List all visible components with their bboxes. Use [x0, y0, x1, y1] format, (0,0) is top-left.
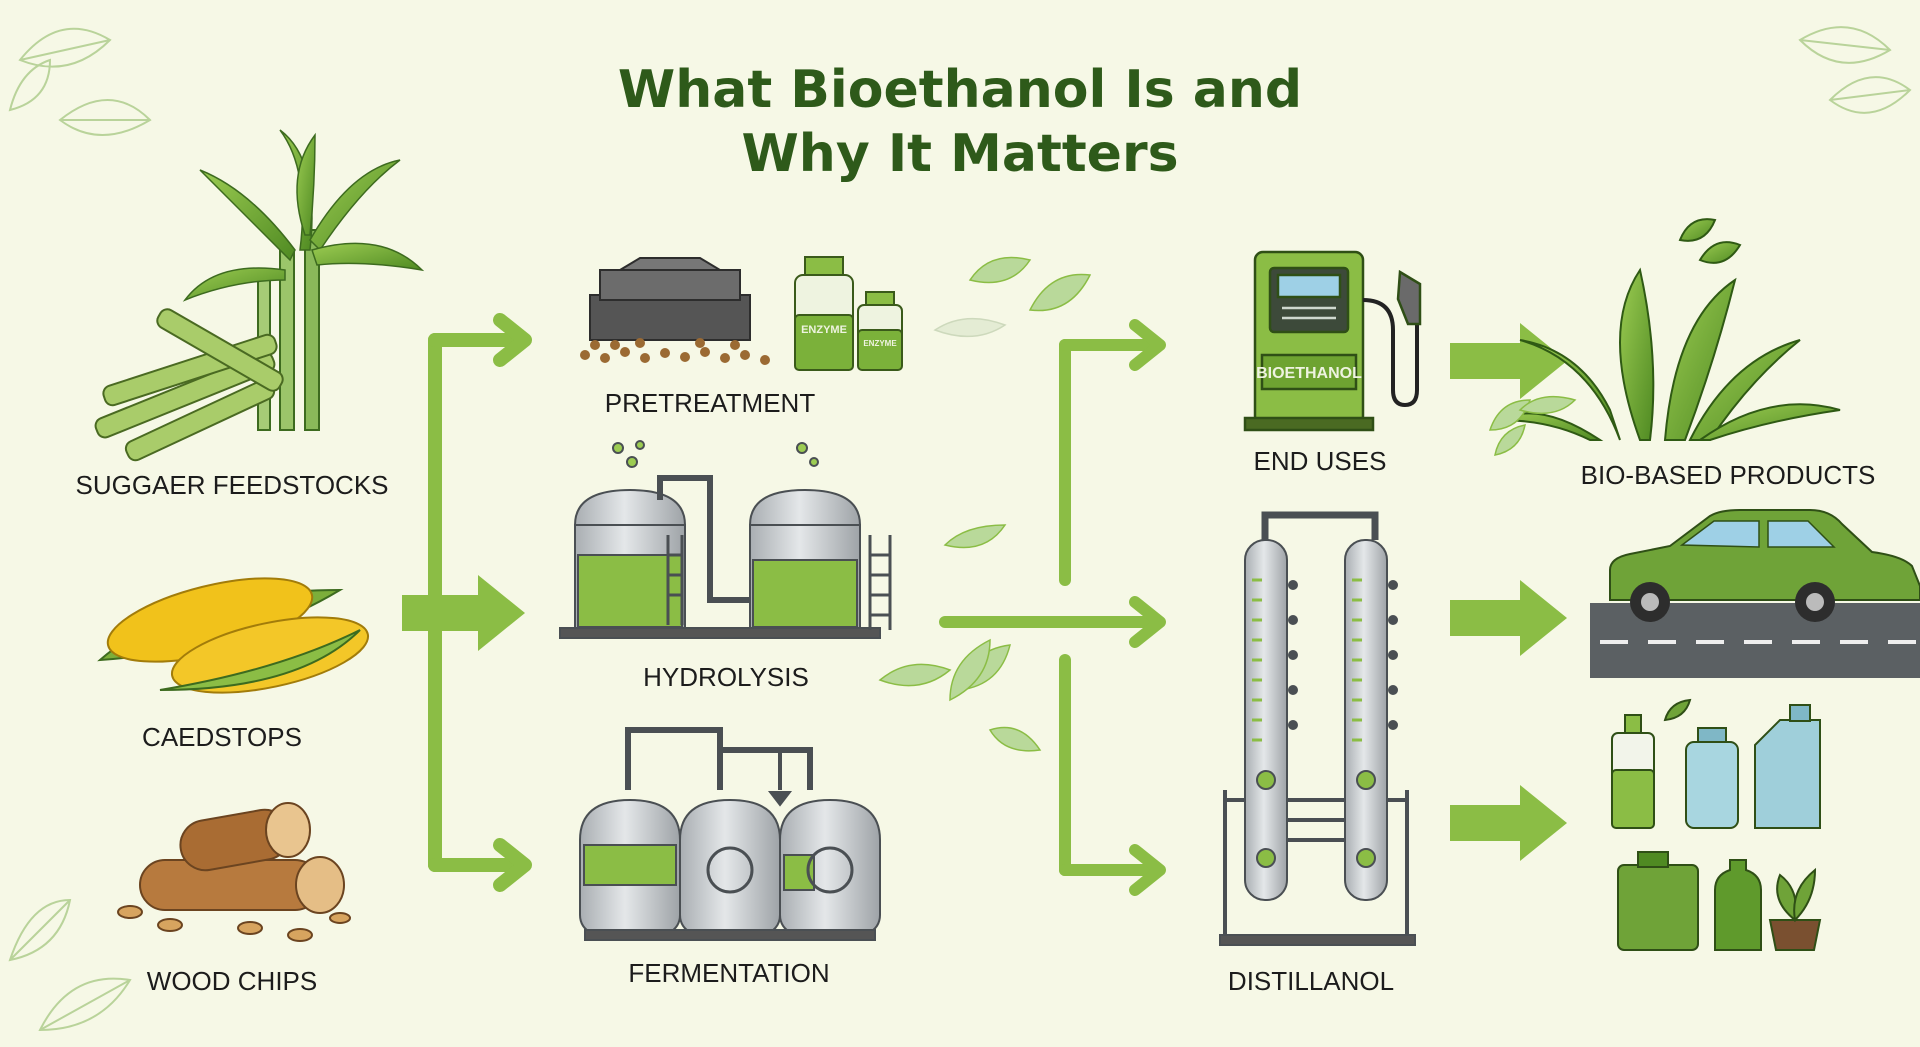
enzyme-small-bottle-label: ENZYME	[863, 339, 897, 348]
label-corn-feedstocks: CAEDSTOPS	[142, 722, 302, 752]
product-arrows	[939, 319, 1166, 896]
title-line-1: What Bioethanol Is and	[617, 60, 1303, 120]
fermentation-tanks-icon	[579, 727, 881, 942]
label-pretreatment: PRETREATMENT	[604, 388, 816, 418]
green-plant-icon	[1499, 218, 1841, 441]
pretreatment-machine-icon	[580, 257, 770, 365]
page-title: What Bioethanol Is and Why It Matters	[0, 58, 1920, 186]
label-wood-chips: WOOD CHIPS	[146, 966, 318, 996]
hydrolysis-arrow	[402, 575, 525, 651]
wood-logs-icon	[117, 802, 351, 942]
label-hydrolysis: HYDROLYSIS	[643, 662, 809, 692]
bio-products-containers-icon	[1611, 698, 1822, 951]
corner-leaves-top-right-icon	[1798, 26, 1912, 114]
label-distillation: DISTILLANOL	[1227, 966, 1395, 996]
car-on-road-icon	[1590, 509, 1920, 678]
output-arrows	[1450, 323, 1567, 861]
floating-leaves-icon	[878, 256, 1092, 752]
enzyme-bottle-label: ENZYME	[801, 324, 847, 336]
enzyme-bottles-icon	[794, 256, 903, 371]
label-sugar-feedstocks: SUGGAER FEEDSTOCKS	[75, 470, 389, 500]
label-fermentation: FERMENTATION	[628, 958, 830, 988]
bioethanol-fuel-pump-icon	[1243, 250, 1422, 432]
corner-leaves-bottom-left-icon	[8, 898, 132, 1032]
hydrolysis-tanks-icon	[559, 440, 892, 639]
corn-cobs-icon	[97, 577, 370, 694]
label-bio-based-products: BIO-BASED PRODUCTS	[1580, 460, 1876, 490]
corner-leaves-top-left-icon	[8, 27, 152, 136]
title-line-2: Why It Matters	[741, 124, 1179, 184]
label-end-uses: END USES	[1253, 446, 1387, 476]
sugarcane-icon	[94, 129, 425, 462]
fuel-pump-label: BIOETHANOL	[1256, 365, 1362, 382]
small-leaves-icon	[1488, 395, 1577, 456]
distillation-columns-icon	[1219, 511, 1416, 946]
